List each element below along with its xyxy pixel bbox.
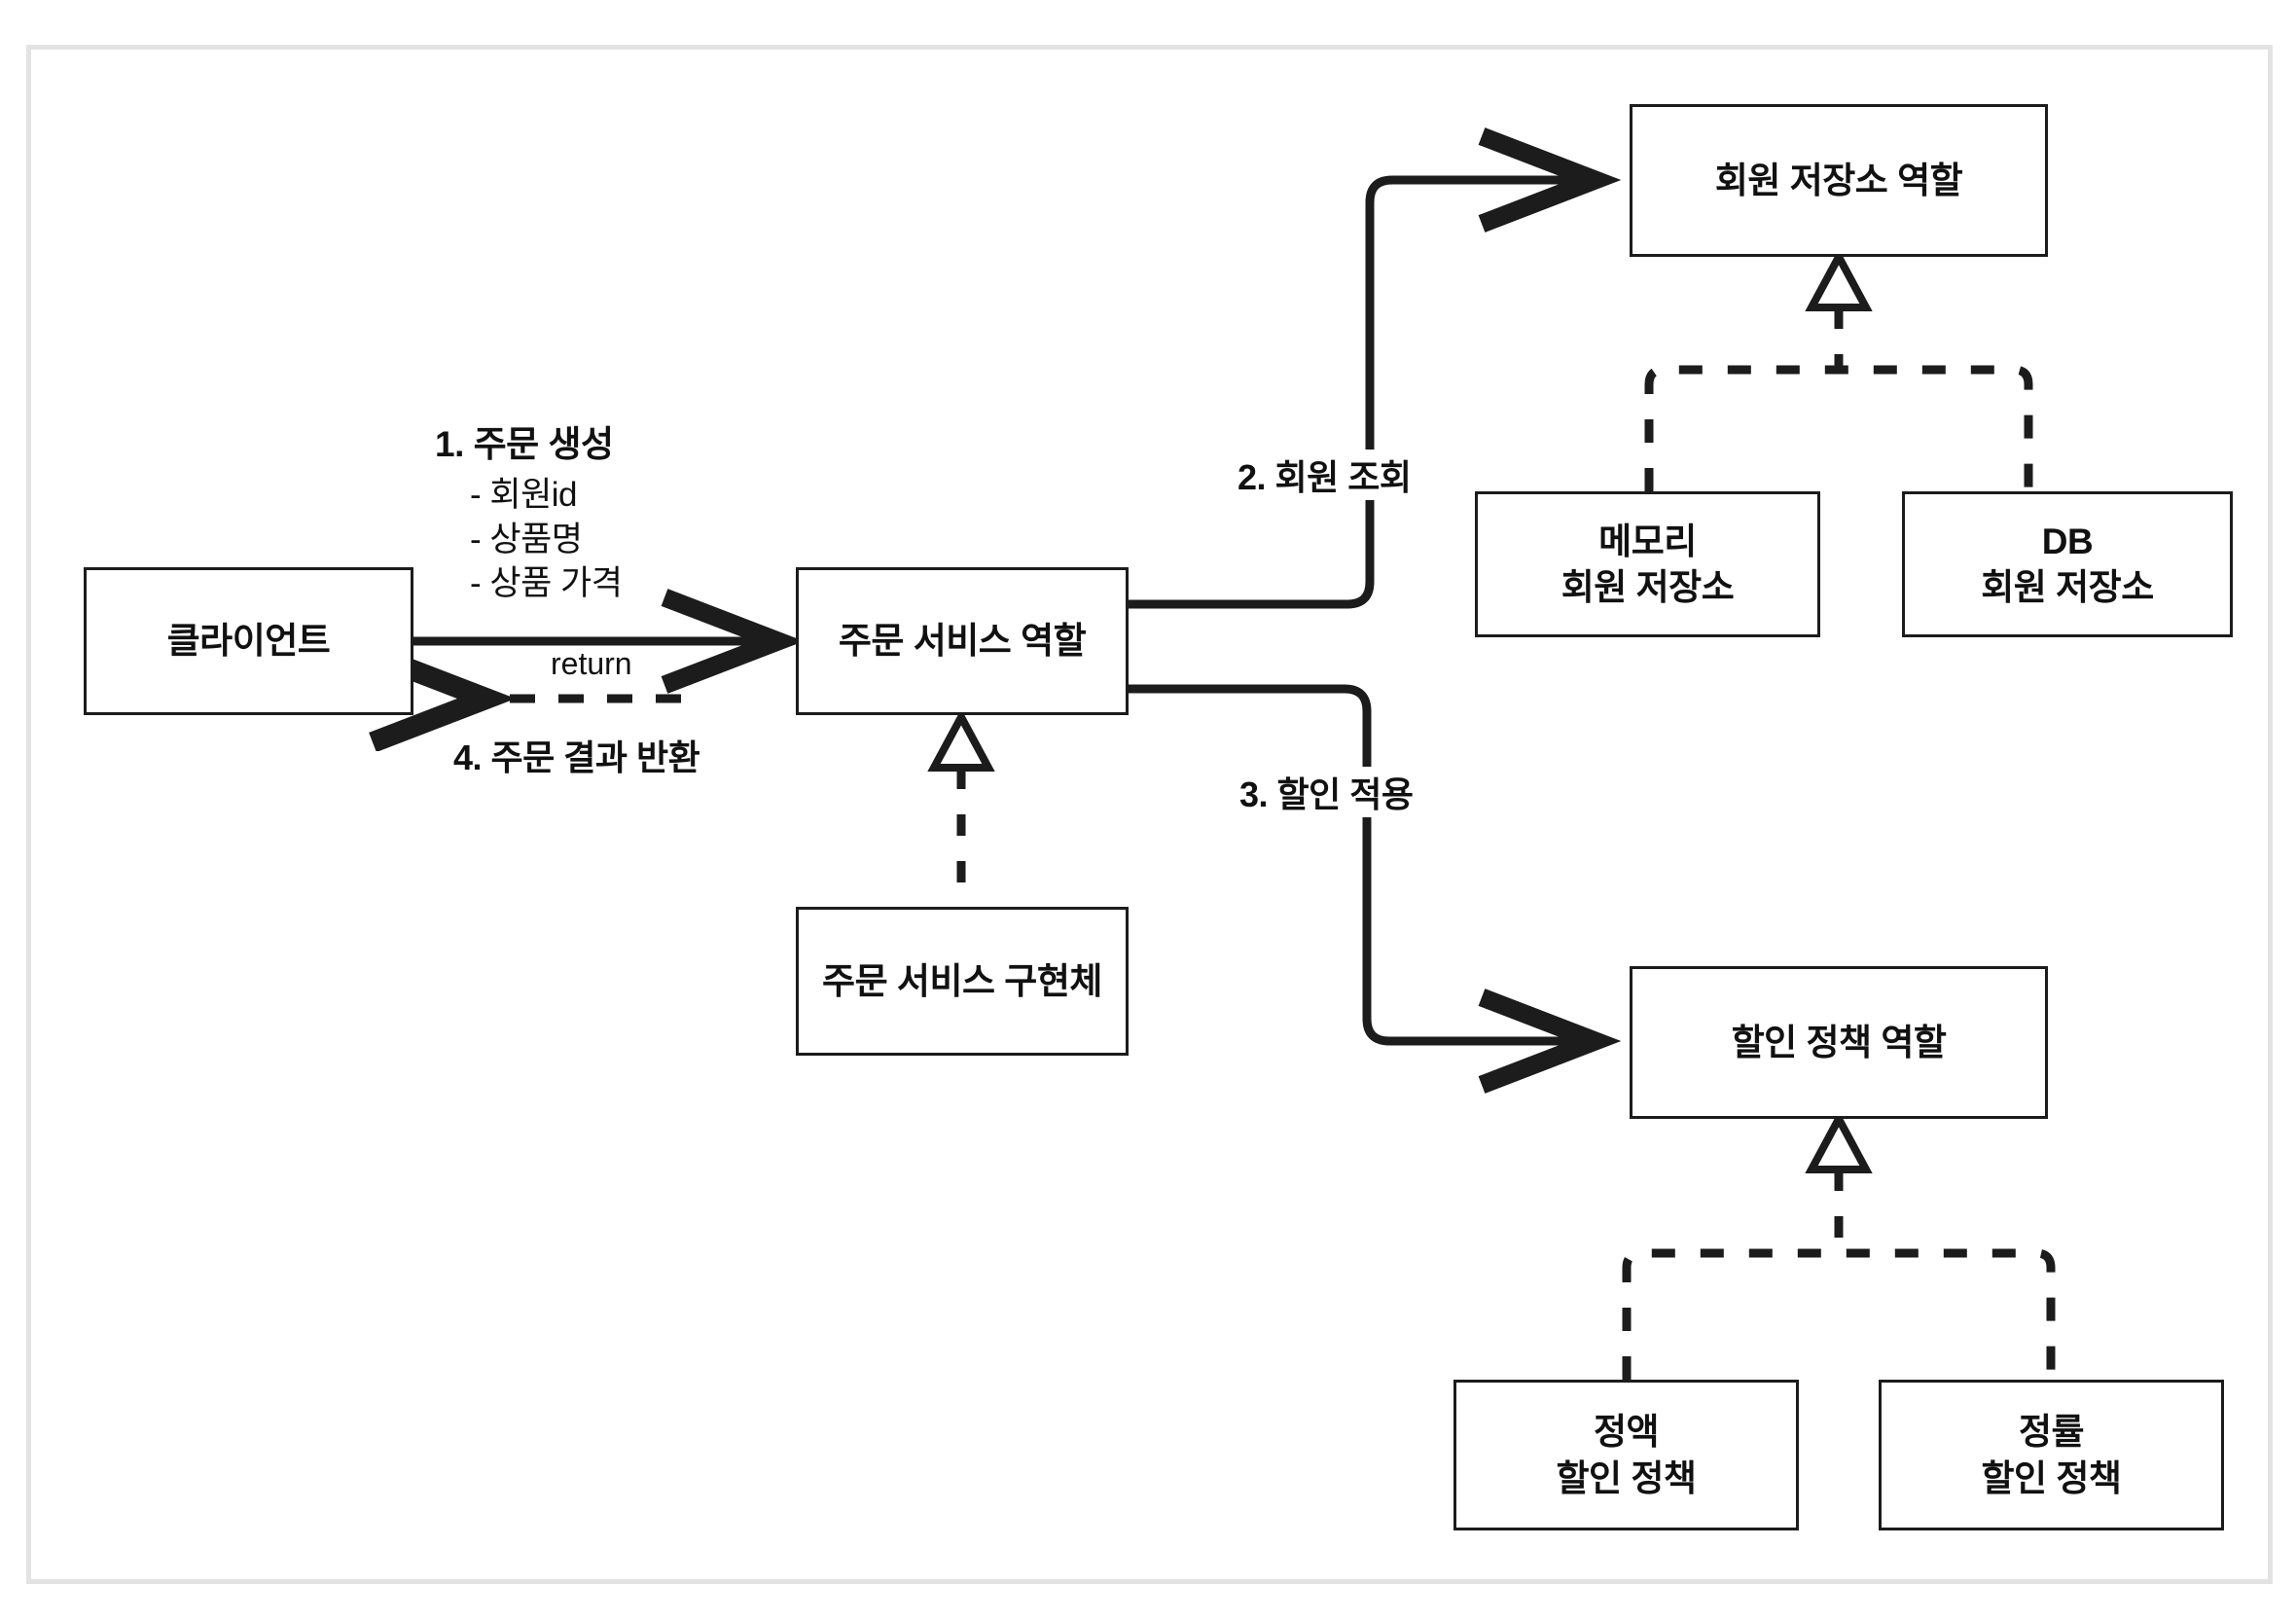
edge-order-service-to-discount-policy (1129, 684, 1622, 1094)
node-fix-discount-policy-label: 정액 할인 정책 (1556, 1412, 1697, 1498)
diagram-frame (26, 45, 2273, 1584)
generalization-member-repository (1644, 248, 2033, 491)
node-order-service-impl[interactable]: 주문 서비스 구현체 (796, 907, 1129, 1056)
node-client-label: 클라이언트 (166, 621, 331, 662)
node-discount-policy-role-label: 할인 정책 역할 (1731, 1022, 1947, 1062)
node-client[interactable]: 클라이언트 (84, 567, 413, 715)
edge-label-order-create-item-item-name: - 상품명 (470, 520, 583, 558)
node-fix-discount-policy[interactable]: 정액 할인 정책 (1453, 1380, 1799, 1530)
edge-label-order-create: 1. 주문 생성 - 회원id - 상품명 - 상품 가격 (435, 414, 623, 606)
edge-label-order-create-item-item-price: - 상품 가격 (470, 564, 623, 602)
node-member-repository-role-label: 회원 저장소 역할 (1714, 160, 1963, 200)
node-member-repository-role[interactable]: 회원 저장소 역할 (1630, 104, 2048, 257)
node-db-member-repository[interactable]: DB 회원 저장소 (1902, 491, 2233, 637)
generalization-order-service (927, 708, 995, 907)
edge-label-order-create-item-member-id: - 회원id (470, 476, 578, 514)
edge-label-order-result-return: 4. 주문 결과 반환 (448, 730, 706, 780)
node-order-service-impl-label: 주문 서비스 구현체 (822, 960, 1102, 1001)
node-order-service-role-label: 주문 서비스 역할 (838, 621, 1087, 662)
node-discount-policy-role[interactable]: 할인 정책 역할 (1630, 966, 2048, 1119)
generalization-discount-policy (1622, 1110, 2056, 1380)
edge-label-return: return (545, 646, 638, 682)
edge-label-member-lookup: 2. 회원 조회 (1232, 450, 1417, 500)
edge-order-service-to-member-repo (1129, 127, 1622, 609)
node-db-member-repository-label: DB 회원 저장소 (1981, 521, 2154, 607)
node-memory-member-repository[interactable]: 메모리 회원 저장소 (1475, 491, 1820, 637)
node-memory-member-repository-label: 메모리 회원 저장소 (1561, 521, 1735, 607)
edge-label-order-create-title: 1. 주문 생성 (435, 424, 614, 464)
node-rate-discount-policy-label: 정률 할인 정책 (1981, 1412, 2122, 1498)
node-order-service-role[interactable]: 주문 서비스 역할 (796, 567, 1129, 715)
node-rate-discount-policy[interactable]: 정률 할인 정책 (1879, 1380, 2224, 1530)
edge-label-discount-apply: 3. 할인 적용 (1234, 767, 1419, 817)
